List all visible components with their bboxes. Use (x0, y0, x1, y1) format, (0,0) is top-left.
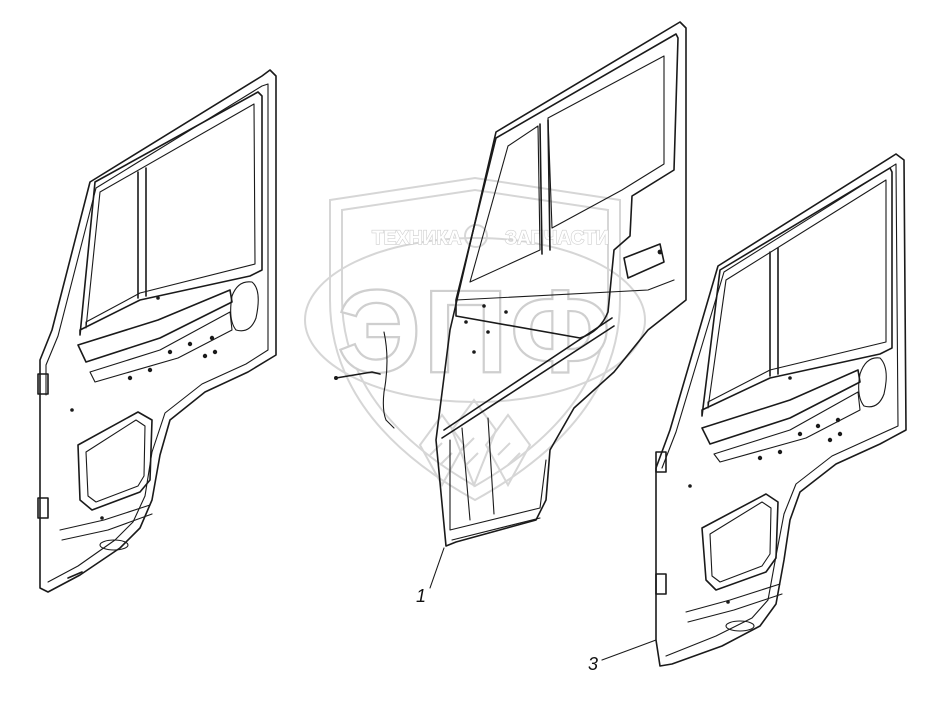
callout-1-leader (429, 547, 445, 589)
door-right-pocket (701, 493, 779, 591)
door-right-lower-channel (685, 583, 783, 623)
watermark-monogram: ЭПФ (337, 266, 612, 398)
door-right-mount-holes (688, 376, 843, 604)
watermark-brand-top: ТЕХНИКА (372, 228, 462, 249)
door-left-upper-hinge (37, 373, 49, 395)
door-left-pocket (77, 411, 153, 511)
door-right-drain-slot (725, 620, 755, 632)
door-middle-outline (435, 21, 687, 547)
door-left-inner-frame (45, 83, 269, 583)
door-right-window-divider (769, 247, 779, 377)
door-right-lower-hinge (655, 573, 667, 595)
door-right-armrest (701, 369, 861, 445)
door-left-lower-channel (59, 504, 153, 541)
door-left-window-divider (137, 167, 147, 299)
door-middle-window-glass-front (547, 55, 665, 229)
door-middle-window-divider (539, 119, 551, 255)
door-outer-panel (334, 21, 687, 547)
callout-3-leader (601, 639, 657, 661)
watermark-gear-icon (464, 224, 488, 248)
callout-1-label: 1 (416, 586, 426, 606)
door-left-armrest (77, 289, 233, 363)
door-right-window-glass (707, 179, 887, 409)
door-middle-lower-panel (449, 439, 547, 531)
door-left-window-frame (79, 91, 263, 336)
door-middle-weatherstrip (382, 331, 395, 429)
callout-3: 3 (588, 639, 657, 674)
door-right-inner-frame (661, 163, 899, 657)
door-middle-clip-arrow (335, 371, 381, 379)
door-right-outline (655, 153, 907, 667)
door-middle-bottom-seal (451, 517, 541, 541)
door-left-view (37, 69, 277, 593)
door-middle-handle-plate (623, 243, 665, 279)
watermark-shield (329, 176, 621, 502)
callout-3-label: 3 (588, 654, 598, 674)
watermark-shield-inner (341, 188, 609, 488)
door-right-handle-recess (858, 357, 887, 408)
door-middle-lock-icon (657, 249, 663, 255)
door-middle-window-glass-rear (469, 125, 541, 283)
door-left-drain-slot (99, 539, 129, 551)
door-right-upper-hinge (655, 451, 667, 473)
door-middle-belt-line (441, 317, 615, 439)
watermark-logo: ТЕХНИКА ЗАПЧАСТИ ЭПФ (304, 176, 646, 502)
door-left-handle-recess (230, 281, 259, 332)
door-left-check-strap (67, 571, 83, 579)
watermark-brand-top-right: ЗАПЧАСТИ (505, 228, 609, 249)
callout-1: 1 (416, 547, 445, 606)
door-left-outline (39, 69, 277, 593)
door-right-window-frame (701, 167, 893, 417)
door-left-lower-hinge (37, 497, 49, 519)
door-left-mount-holes (70, 296, 218, 520)
door-left-window-glass (85, 103, 256, 329)
door-right-view (655, 153, 907, 667)
door-middle-mount-holes (464, 304, 508, 354)
